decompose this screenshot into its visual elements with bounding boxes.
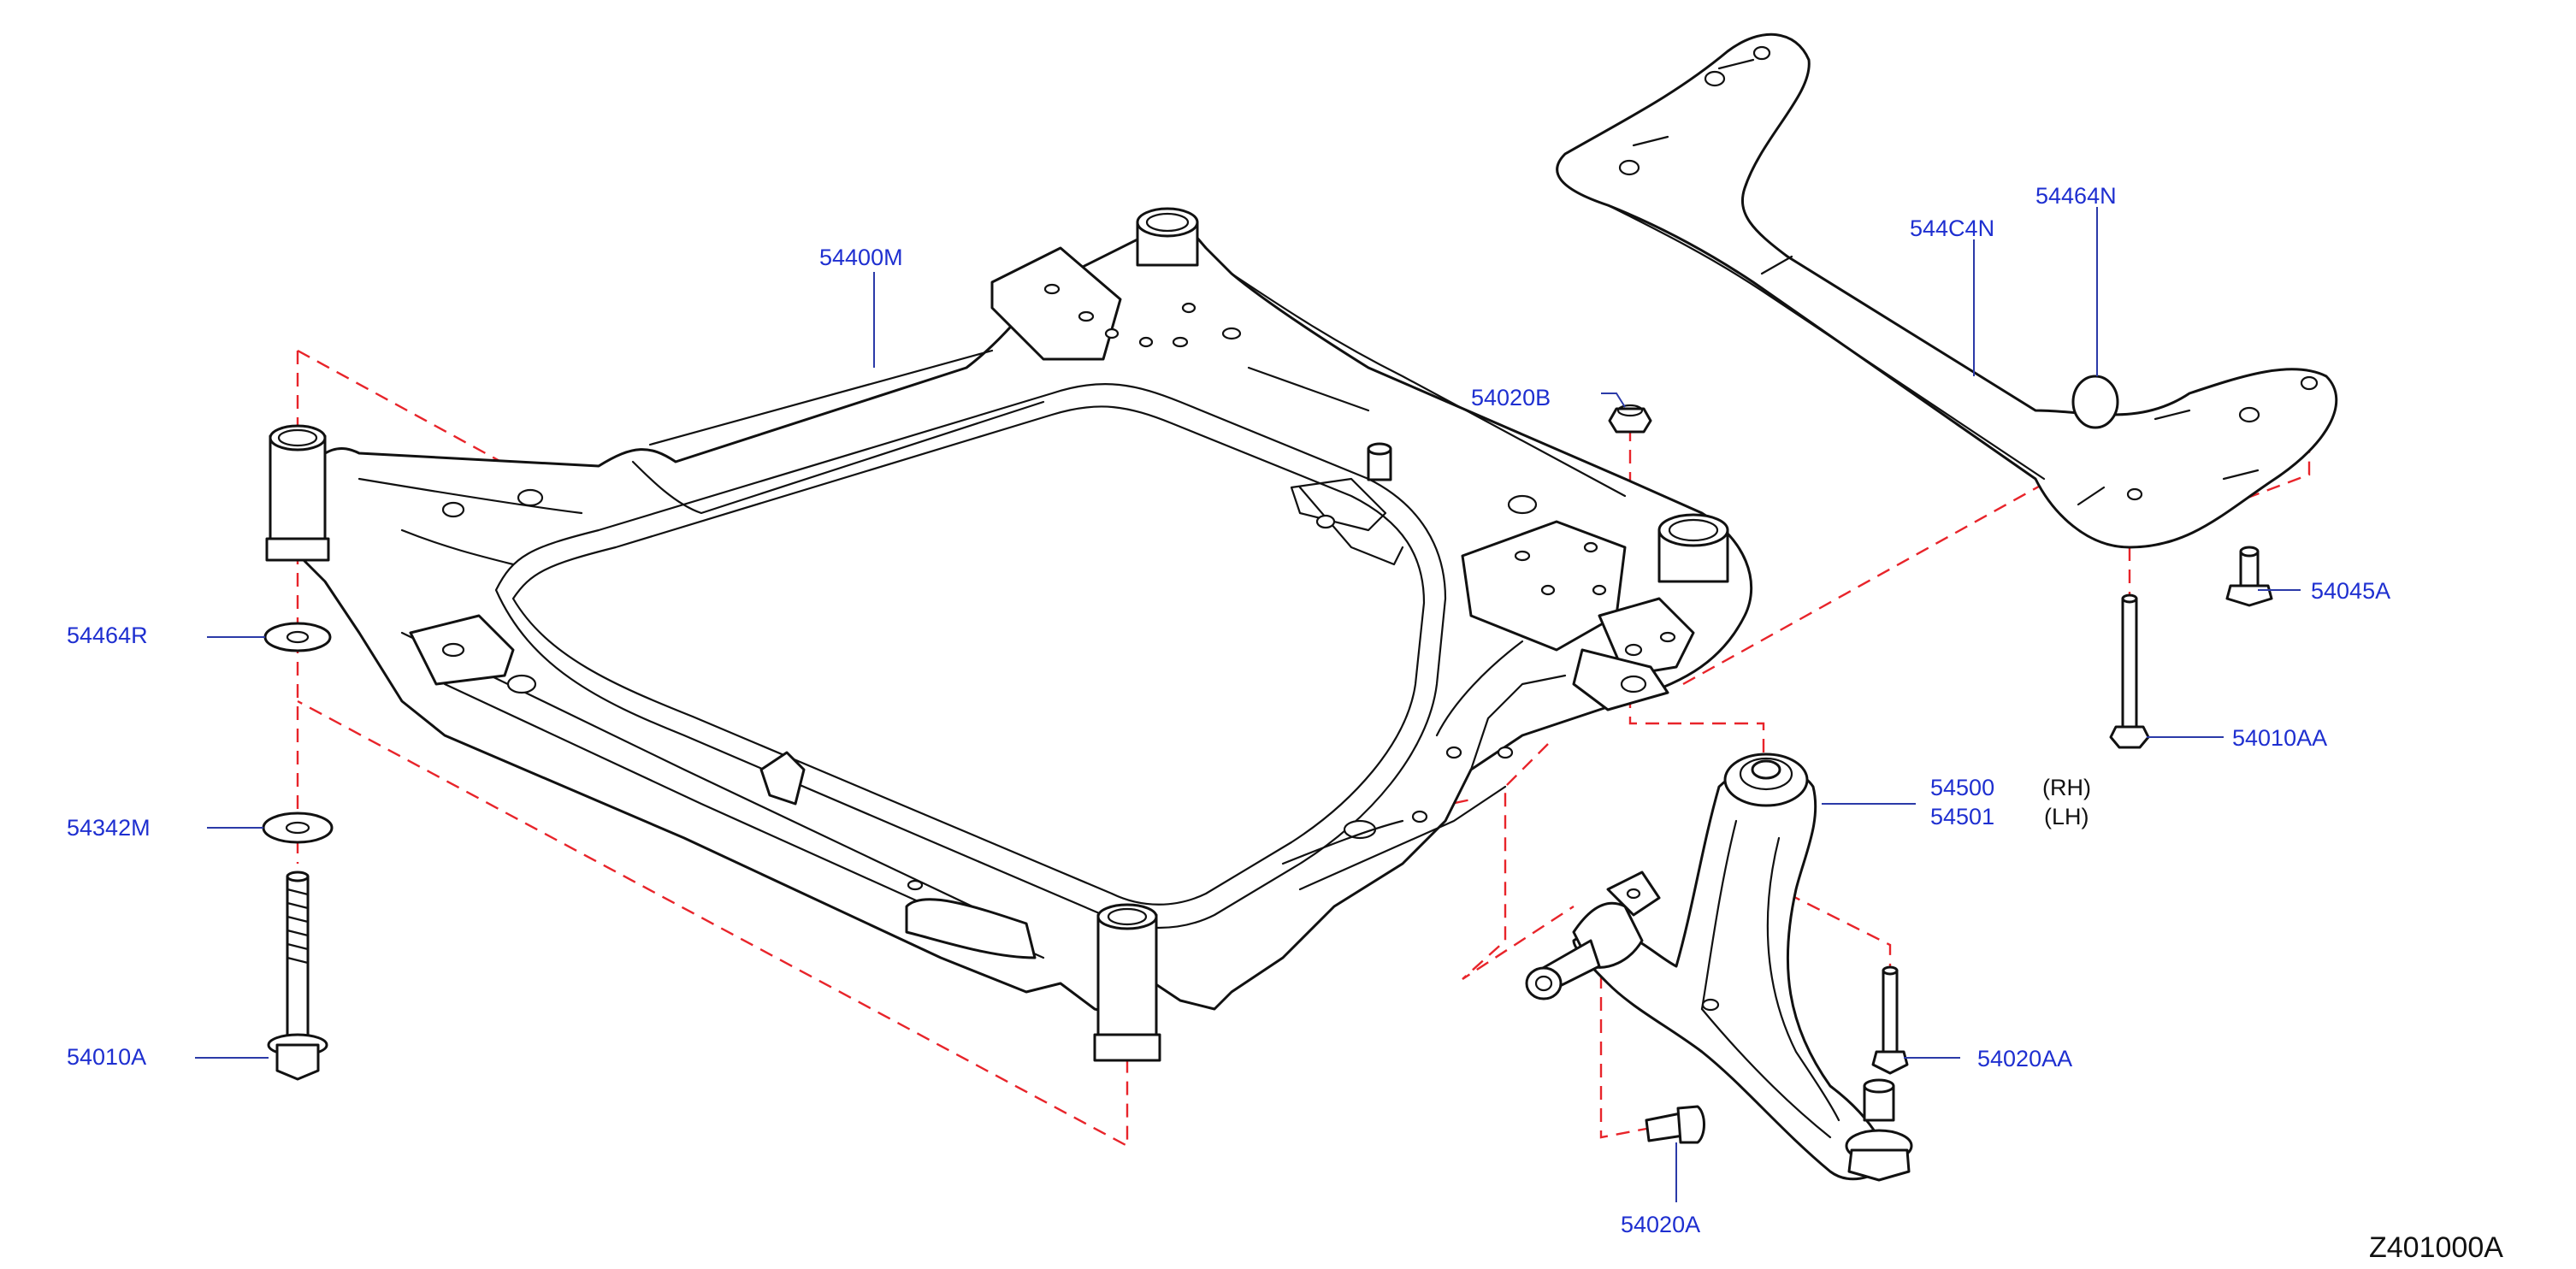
callout-54400m: 54400M	[819, 245, 903, 270]
side-lh: (LH)	[2044, 804, 2089, 829]
callout-54020b: 54020B	[1471, 385, 1551, 410]
callout-54010a: 54010A	[67, 1044, 146, 1070]
side-rh: (RH)	[2042, 775, 2091, 800]
callout-54020a: 54020A	[1621, 1212, 1700, 1237]
front-suspension-subframe	[265, 207, 1753, 1062]
nut-54020b	[1608, 404, 1652, 434]
callout-54464n: 54464N	[2035, 183, 2117, 209]
diagram-code: Z401000A	[2369, 1231, 2503, 1264]
callout-544c4n: 544C4N	[1910, 215, 1994, 241]
callout-labels: 54400M 54464N 544C4N 54020B 54045A 54464…	[67, 183, 2503, 1264]
callout-54045a: 54045A	[2311, 578, 2390, 604]
bolt-54020aa	[1871, 965, 1909, 1075]
bolt-54020a	[1645, 1105, 1705, 1144]
callout-54342m: 54342M	[67, 815, 151, 841]
bolt-54045a	[2225, 546, 2273, 607]
leader-lines	[195, 207, 2301, 1202]
stabilizer-bar	[1556, 32, 2338, 549]
bolt-54010a	[267, 871, 328, 1081]
callout-54501: 54501	[1930, 804, 1994, 829]
washer-54464r	[263, 622, 332, 652]
bushing-54464n	[2071, 375, 2119, 429]
callout-54464r: 54464R	[67, 623, 148, 648]
washer-54342m	[262, 812, 334, 844]
callout-54500: 54500	[1930, 775, 1994, 800]
callout-54010aa: 54010AA	[2232, 725, 2327, 751]
bolt-54010aa	[2109, 593, 2150, 749]
callout-54020aa: 54020AA	[1977, 1046, 2072, 1071]
lower-control-arm	[1525, 753, 1913, 1182]
